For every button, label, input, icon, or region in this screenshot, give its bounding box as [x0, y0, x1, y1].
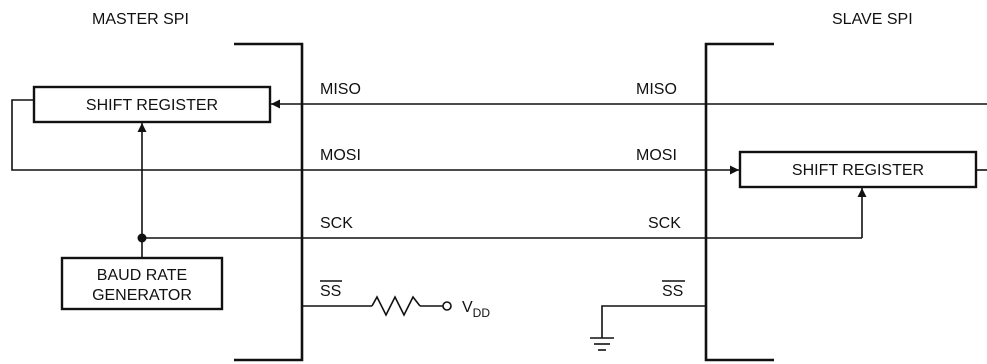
mosi-slave-label: MOSI [636, 147, 677, 164]
vdd-terminal [442, 301, 452, 311]
ss-slave-label: SS [662, 283, 683, 300]
pullup-resistor [371, 295, 421, 317]
baud-rate-label-line1: BAUD RATE [97, 267, 187, 284]
slave-spi-title: SLAVE SPI [832, 11, 913, 28]
slave-spi-boundary [704, 42, 774, 362]
master-shift-register-box [32, 85, 272, 124]
sck-junction-dot [137, 233, 147, 243]
vdd-label: VDD [462, 299, 490, 320]
vdd-subscript: DD [473, 306, 491, 320]
mosi-line [11, 99, 739, 175]
master-shift-register-label: SHIFT REGISTER [86, 97, 218, 114]
ss-master-label: SS [320, 283, 341, 300]
ss-slave-wire [601, 305, 706, 338]
vdd-main: V [462, 299, 473, 316]
slave-shift-register-box [738, 150, 978, 189]
master-spi-boundary [234, 42, 304, 362]
sck-master-label: SCK [320, 215, 353, 232]
baud-rate-label-line2: GENERATOR [92, 287, 192, 304]
mosi-master-label: MOSI [320, 147, 361, 164]
miso-slave-label: MISO [636, 81, 677, 98]
slave-shift-register-label: SHIFT REGISTER [792, 162, 924, 179]
miso-master-label: MISO [320, 81, 361, 98]
sck-slave-label: SCK [648, 215, 681, 232]
master-spi-title: MASTER SPI [92, 11, 189, 28]
